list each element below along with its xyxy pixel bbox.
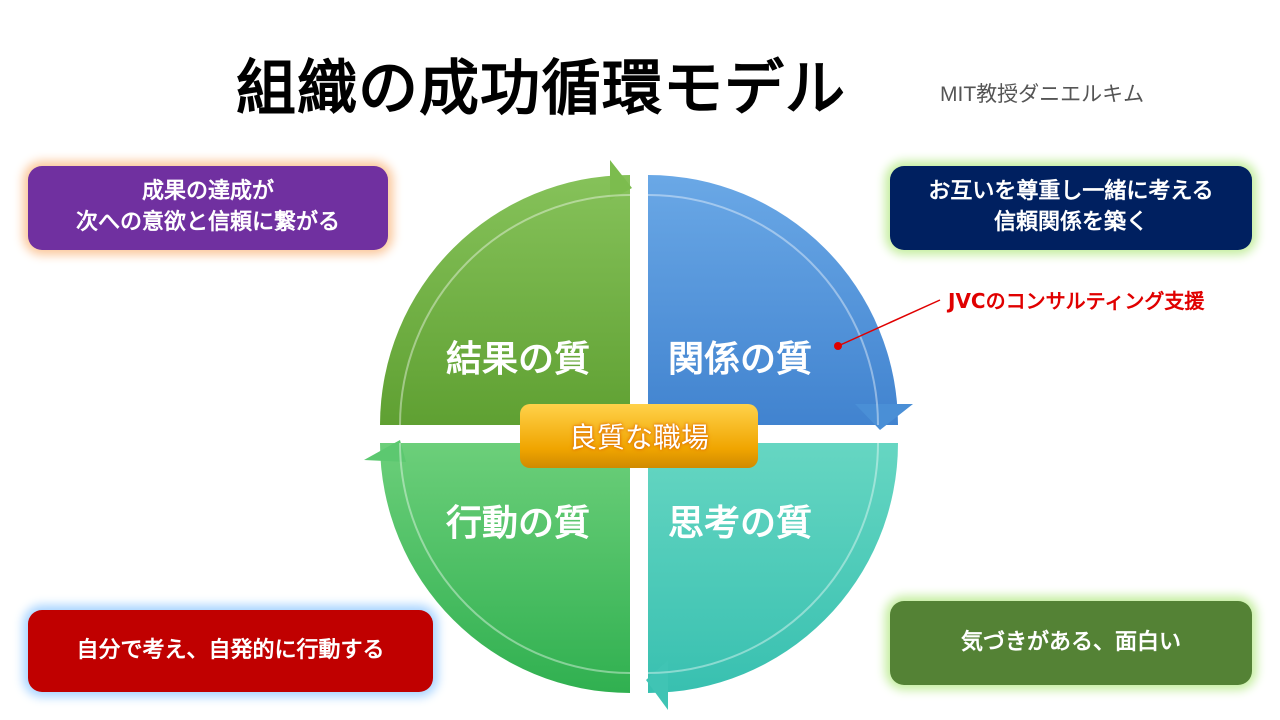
quadrant-label-relation: 関係の質 xyxy=(668,339,813,380)
result-line-1: 成果の達成が xyxy=(141,179,274,205)
arrow-head-action xyxy=(364,440,406,462)
arrow-head-relation xyxy=(855,404,913,430)
subtitle: MIT教授ダニエルキム xyxy=(940,83,1145,106)
annotation-text: JVCのコンサルティング支援 xyxy=(948,289,1205,313)
relation-line-1: お互いを尊重し一緒に考える xyxy=(928,179,1214,205)
center-label: 良質な職場 xyxy=(520,404,758,468)
result-line-2: 次への意欲と信頼に繋がる xyxy=(75,210,340,235)
page-title: 組織の成功循環モデル xyxy=(236,54,846,124)
quadrant-thinking xyxy=(648,443,898,693)
arrow-head-result xyxy=(610,160,632,200)
quadrant-result xyxy=(380,175,630,425)
relation-description-box: お互いを尊重し一緒に考える信頼関係を築く xyxy=(890,166,1252,250)
arrow-head-thinking xyxy=(646,660,668,710)
relation-line-2: 信頼関係を築く xyxy=(993,210,1148,235)
quadrant-label-result: 結果の質 xyxy=(446,339,591,380)
quadrant-action xyxy=(380,443,630,693)
annotation-dot xyxy=(834,342,842,350)
result-description-box: 成果の達成が次への意欲と信頼に繋がる xyxy=(28,166,388,250)
action-description-box: 自分で考え、自発的に行動する xyxy=(28,610,433,692)
quadrant-relation xyxy=(648,175,898,425)
thinking-description-box: 気づきがある、面白い xyxy=(890,601,1252,685)
annotation-line xyxy=(837,299,941,347)
quadrant-label-action: 行動の質 xyxy=(446,503,591,544)
quadrant-label-thinking: 思考の質 xyxy=(668,503,813,544)
